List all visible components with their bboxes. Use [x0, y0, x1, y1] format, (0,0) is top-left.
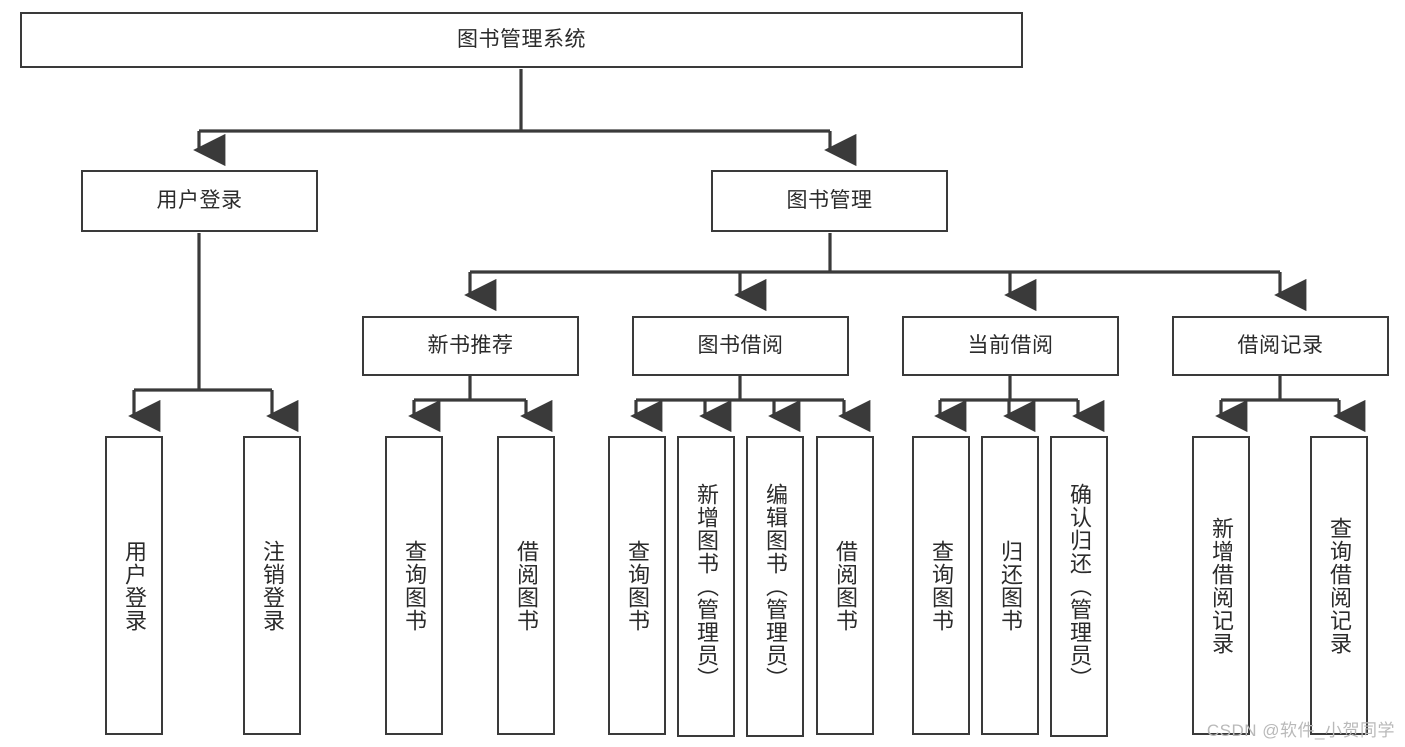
leaf-logout[interactable]: 注销登录 — [243, 436, 301, 735]
leaf-label: 查询图书 — [401, 539, 427, 632]
leaf-label: 借阅图书 — [832, 539, 858, 632]
leaf-label: 新增借阅记录 — [1208, 516, 1234, 655]
node-book-borrow[interactable]: 图书借阅 — [632, 316, 849, 376]
leaf-return-book[interactable]: 归还图书 — [981, 436, 1039, 735]
leaf-label: 查询图书 — [624, 539, 650, 632]
leaf-query-book-cb[interactable]: 查询图书 — [912, 436, 970, 735]
leaf-user-login[interactable]: 用户登录 — [105, 436, 163, 735]
leaf-edit-book-admin[interactable]: 编辑图书（管理员） — [746, 436, 804, 737]
node-borrow-record[interactable]: 借阅记录 — [1172, 316, 1389, 376]
leaf-label: 编辑图书（管理员） — [762, 483, 788, 690]
node-current-borrow[interactable]: 当前借阅 — [902, 316, 1119, 376]
leaf-label: 确认归还（管理员） — [1066, 483, 1092, 690]
leaf-label: 新增图书（管理员） — [693, 483, 719, 690]
node-root[interactable]: 图书管理系统 — [20, 12, 1023, 68]
leaf-label: 注销登录 — [259, 539, 285, 632]
leaf-borrow-book-bb[interactable]: 借阅图书 — [816, 436, 874, 735]
leaf-label: 查询借阅记录 — [1326, 516, 1352, 655]
leaf-add-book-admin[interactable]: 新增图书（管理员） — [677, 436, 735, 737]
leaf-label: 查询图书 — [928, 539, 954, 632]
leaf-label: 归还图书 — [997, 539, 1023, 632]
watermark-text: CSDN @软件_小贺同学 — [1206, 721, 1395, 740]
leaf-label: 用户登录 — [121, 539, 147, 632]
leaf-confirm-return-admin[interactable]: 确认归还（管理员） — [1050, 436, 1108, 737]
node-user-login[interactable]: 用户登录 — [81, 170, 318, 232]
leaf-query-book-nbr[interactable]: 查询图书 — [385, 436, 443, 735]
leaf-query-borrow-record[interactable]: 查询借阅记录 — [1310, 436, 1368, 735]
node-book-management[interactable]: 图书管理 — [711, 170, 948, 232]
leaf-query-book-bb[interactable]: 查询图书 — [608, 436, 666, 735]
node-new-book-recommend[interactable]: 新书推荐 — [362, 316, 579, 376]
leaf-label: 借阅图书 — [513, 539, 539, 632]
leaf-add-borrow-record[interactable]: 新增借阅记录 — [1192, 436, 1250, 735]
leaf-borrow-book-nbr[interactable]: 借阅图书 — [497, 436, 555, 735]
